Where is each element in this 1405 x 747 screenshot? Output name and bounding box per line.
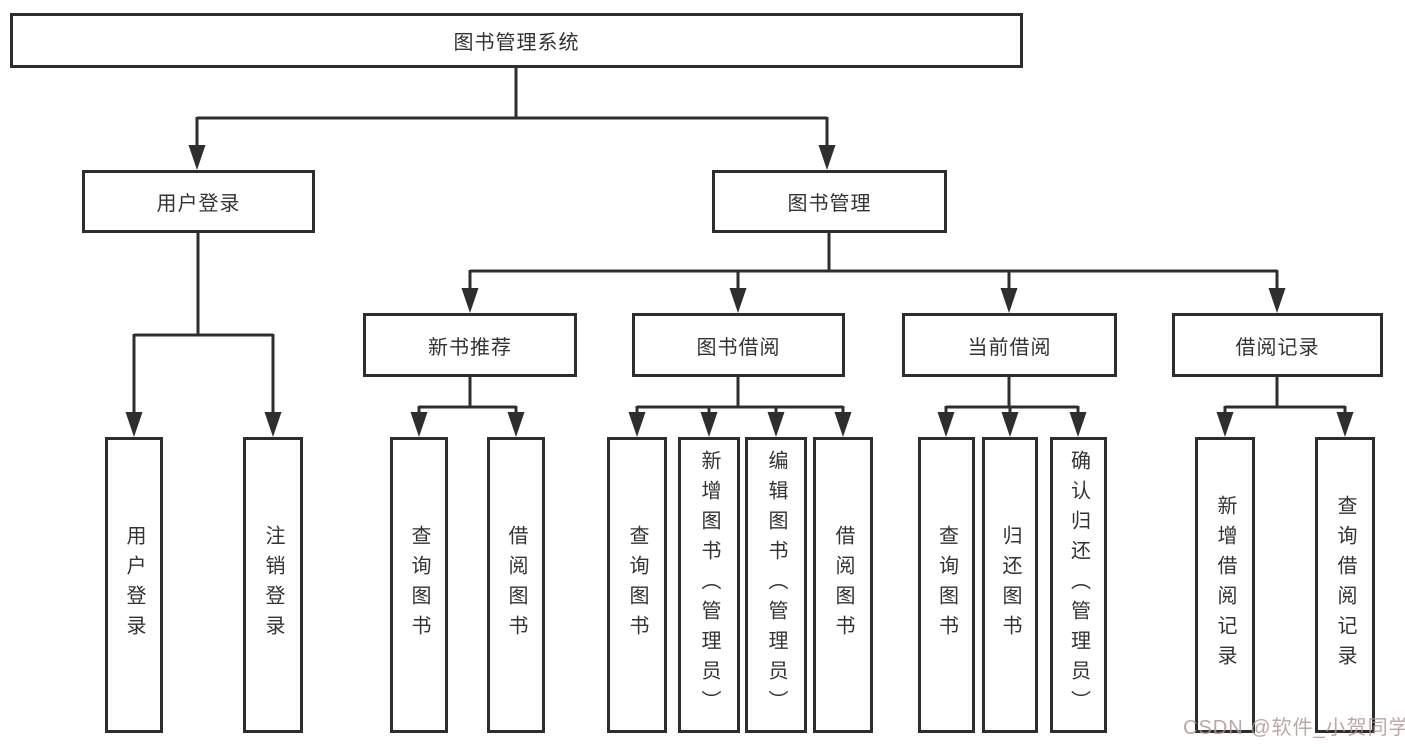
node-cb-return-books-label: 归还图书 (999, 525, 1021, 645)
arrowheads (125, 145, 1354, 437)
node-root: 图书管理系统 (10, 13, 1023, 68)
node-cb-query-books-label: 查询图书 (935, 525, 958, 645)
node-cb-return-books: 归还图书 (982, 437, 1038, 733)
watermark: CSDN @软件_小贺同学 (1183, 717, 1405, 739)
node-cb-query-books: 查询图书 (918, 437, 975, 733)
node-bb-query-books-label: 查询图书 (626, 525, 648, 645)
node-br-query-record-label: 查询借阅记录 (1334, 495, 1356, 675)
node-logout-label: 注销登录 (262, 525, 284, 645)
node-new-book-recommend: 新书推荐 (363, 313, 577, 377)
node-bb-borrow-books: 借阅图书 (813, 437, 873, 733)
node-nbr-borrow-books-label: 借阅图书 (505, 525, 527, 645)
node-user-login-branch: 用户登录 (82, 170, 315, 233)
node-nbr-query-books: 查询图书 (390, 437, 448, 733)
node-nbr-query-books-label: 查询图书 (408, 525, 430, 645)
node-nbr-borrow-books: 借阅图书 (487, 437, 545, 733)
node-user-login-label: 用户登录 (123, 525, 145, 645)
node-bb-add-books-admin-label: 新增图书（管理员） (698, 450, 720, 720)
node-br-add-record-label: 新增借阅记录 (1214, 495, 1236, 675)
node-user-login: 用户登录 (105, 437, 163, 733)
node-bb-edit-books-admin: 编辑图书（管理员） (745, 437, 807, 733)
node-book-management: 图书管理 (712, 170, 947, 233)
node-logout: 注销登录 (243, 437, 303, 733)
node-bb-edit-books-admin-label: 编辑图书（管理员） (765, 450, 787, 720)
node-borrowing-records: 借阅记录 (1172, 313, 1383, 377)
node-current-borrowing: 当前借阅 (902, 313, 1117, 377)
node-bb-borrow-books-label: 借阅图书 (832, 525, 854, 645)
node-book-borrowing: 图书借阅 (632, 313, 845, 377)
node-cb-confirm-return-admin: 确认归还（管理员） (1050, 437, 1107, 733)
node-bb-query-books: 查询图书 (607, 437, 667, 733)
node-br-query-record: 查询借阅记录 (1315, 437, 1375, 733)
node-br-add-record: 新增借阅记录 (1195, 437, 1255, 733)
node-bb-add-books-admin: 新增图书（管理员） (678, 437, 740, 733)
node-cb-confirm-return-admin-label: 确认归还（管理员） (1067, 450, 1090, 720)
